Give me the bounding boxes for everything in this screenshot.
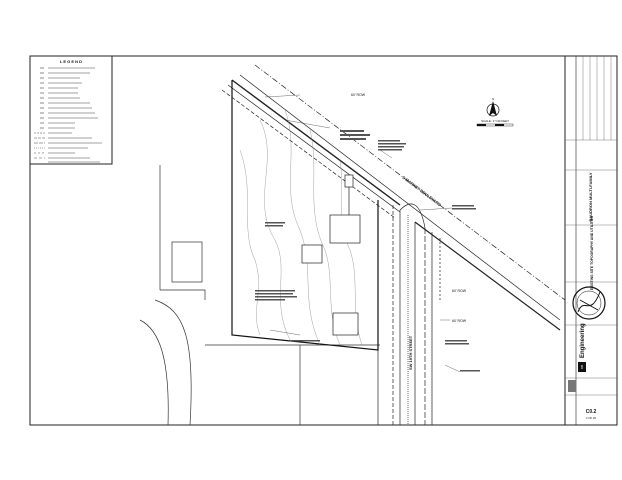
street-label-sw-19th: SW 19TH STREET: [408, 335, 413, 370]
callout-leaders: [264, 94, 461, 373]
sheet-count: 2 OF 20: [586, 416, 597, 420]
property-boundary: [231, 80, 379, 351]
sheet-number: C0.2: [586, 409, 597, 415]
sheet-title: EXISTING SITE TOPOGRAPHY AND UTILITIES: [590, 215, 594, 290]
svg-text:N: N: [492, 97, 494, 101]
row-label-1: 60' ROW: [351, 93, 366, 97]
firm-logo: [578, 362, 586, 372]
svg-text:KB: KB: [580, 365, 584, 369]
adjacent-parcels: [139, 165, 380, 426]
graphic-scale: SCALE: 1"=40 FEET: [476, 119, 514, 127]
firm-name: Engineering: [580, 323, 586, 358]
existing-structures: [301, 174, 361, 336]
sheet-border: [29, 55, 618, 426]
row-label-2: 60' ROW: [452, 289, 467, 293]
title-block: BAUDRON MULTI-FAMILY EXISTING SITE TOPOG…: [564, 55, 618, 426]
legend: L E G E N D: [29, 55, 113, 165]
project-name: BAUDRON MULTI-FAMILY: [588, 172, 593, 221]
state-logo: [568, 380, 576, 392]
callout-text-blocks: [255, 130, 480, 372]
north-arrow-icon: N: [486, 97, 500, 117]
row-label-3: 60' ROW: [452, 319, 467, 323]
engineer-seal: [572, 286, 606, 320]
s-market-boulevard: [221, 64, 566, 331]
legend-title: L E G E N D: [60, 59, 82, 64]
svg-text:SCALE: 1"=40 FEET: SCALE: 1"=40 FEET: [481, 119, 509, 123]
